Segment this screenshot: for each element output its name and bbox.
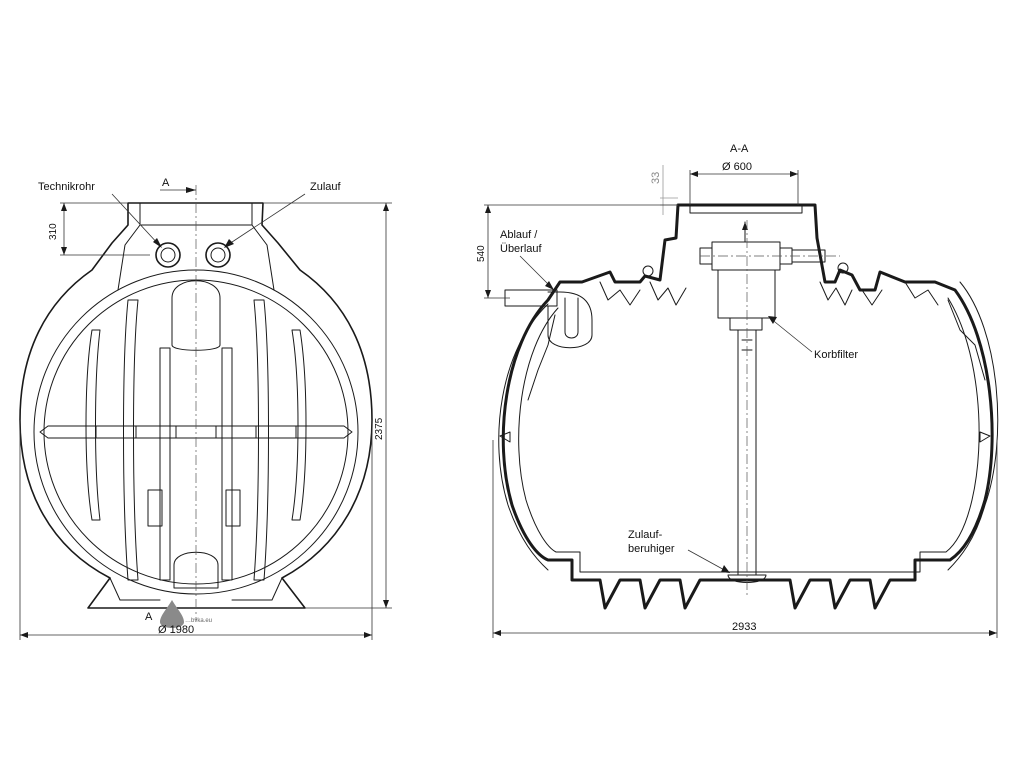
section-view: A-A xyxy=(498,143,999,610)
dim-2375-label: 2375 xyxy=(374,417,385,440)
section-view-dimensions: Ø 600 33 540 2933 xyxy=(476,161,998,638)
dim-33-label: 33 xyxy=(650,172,662,184)
front-view-top-dome xyxy=(171,280,221,351)
zulauf-port-outer xyxy=(205,242,231,268)
technikrohr-port-outer xyxy=(155,242,181,268)
dim-diameter-600-label: Ø 600 xyxy=(722,161,752,173)
front-view-foot-right xyxy=(231,577,283,601)
front-view-dimensions: 310 2375 Ø 1980 xyxy=(19,202,392,640)
front-view-callouts: Technikrohr Zulauf xyxy=(38,181,342,248)
front-view-rib-segments xyxy=(95,425,297,439)
front-view-lug-left xyxy=(147,489,163,527)
section-view-outer-outline xyxy=(498,281,999,571)
front-view-vertical-ribs xyxy=(85,299,307,581)
section-view-notch-right xyxy=(979,431,991,443)
front-view-foot-left xyxy=(109,577,161,601)
front-view-shoulder-right xyxy=(251,224,275,291)
section-view-tank-wall xyxy=(501,203,994,610)
basket-filter xyxy=(699,221,826,583)
section-title: A-A xyxy=(730,143,749,155)
korbfilter-label: Korbfilter xyxy=(814,349,858,361)
front-view-lug-right xyxy=(225,489,241,527)
shoulder-port-right xyxy=(837,262,849,274)
section-view-callouts: Ablauf / Überlauf Korbfilter Zulauf- ber… xyxy=(500,229,858,573)
section-a-label-bottom: A xyxy=(145,611,153,623)
section-a-label-top: A xyxy=(162,177,170,189)
overflow-pipe xyxy=(504,289,593,349)
dim-2933-label: 2933 xyxy=(732,621,756,633)
zulauf-port-inner xyxy=(210,247,226,263)
section-view-shoulder-teeth xyxy=(527,281,986,401)
manhole-lid xyxy=(689,204,803,214)
watermark-drop-icon xyxy=(160,600,184,628)
dim-diameter-1980-label: Ø 1980 xyxy=(158,624,194,636)
section-view-inner-wall xyxy=(518,297,980,573)
zulauf-label: Zulauf xyxy=(310,181,342,193)
zulaufberuhiger-label-line1: Zulauf- xyxy=(628,529,663,541)
technikrohr-label: Technikrohr xyxy=(38,181,95,193)
shoulder-port-left xyxy=(642,265,654,277)
technikrohr-port-inner xyxy=(160,247,176,263)
front-view-shoulder-left xyxy=(117,224,141,291)
section-a-arrowhead-top xyxy=(186,187,196,193)
ablauf-label-line1: Ablauf / xyxy=(500,229,538,241)
front-view-bottom-dome xyxy=(173,551,219,589)
dim-310-label: 310 xyxy=(48,223,59,240)
watermark-text: …bvka.eu xyxy=(185,618,212,624)
zulaufberuhiger-label-line2: beruhiger xyxy=(628,543,675,555)
front-view: A A …bvka.eu xyxy=(19,177,373,628)
front-view-horizontal-rib xyxy=(39,425,353,439)
ablauf-label-line2: Überlauf xyxy=(500,243,543,255)
dim-540-label: 540 xyxy=(476,245,487,262)
section-view-notch-left xyxy=(499,431,511,443)
